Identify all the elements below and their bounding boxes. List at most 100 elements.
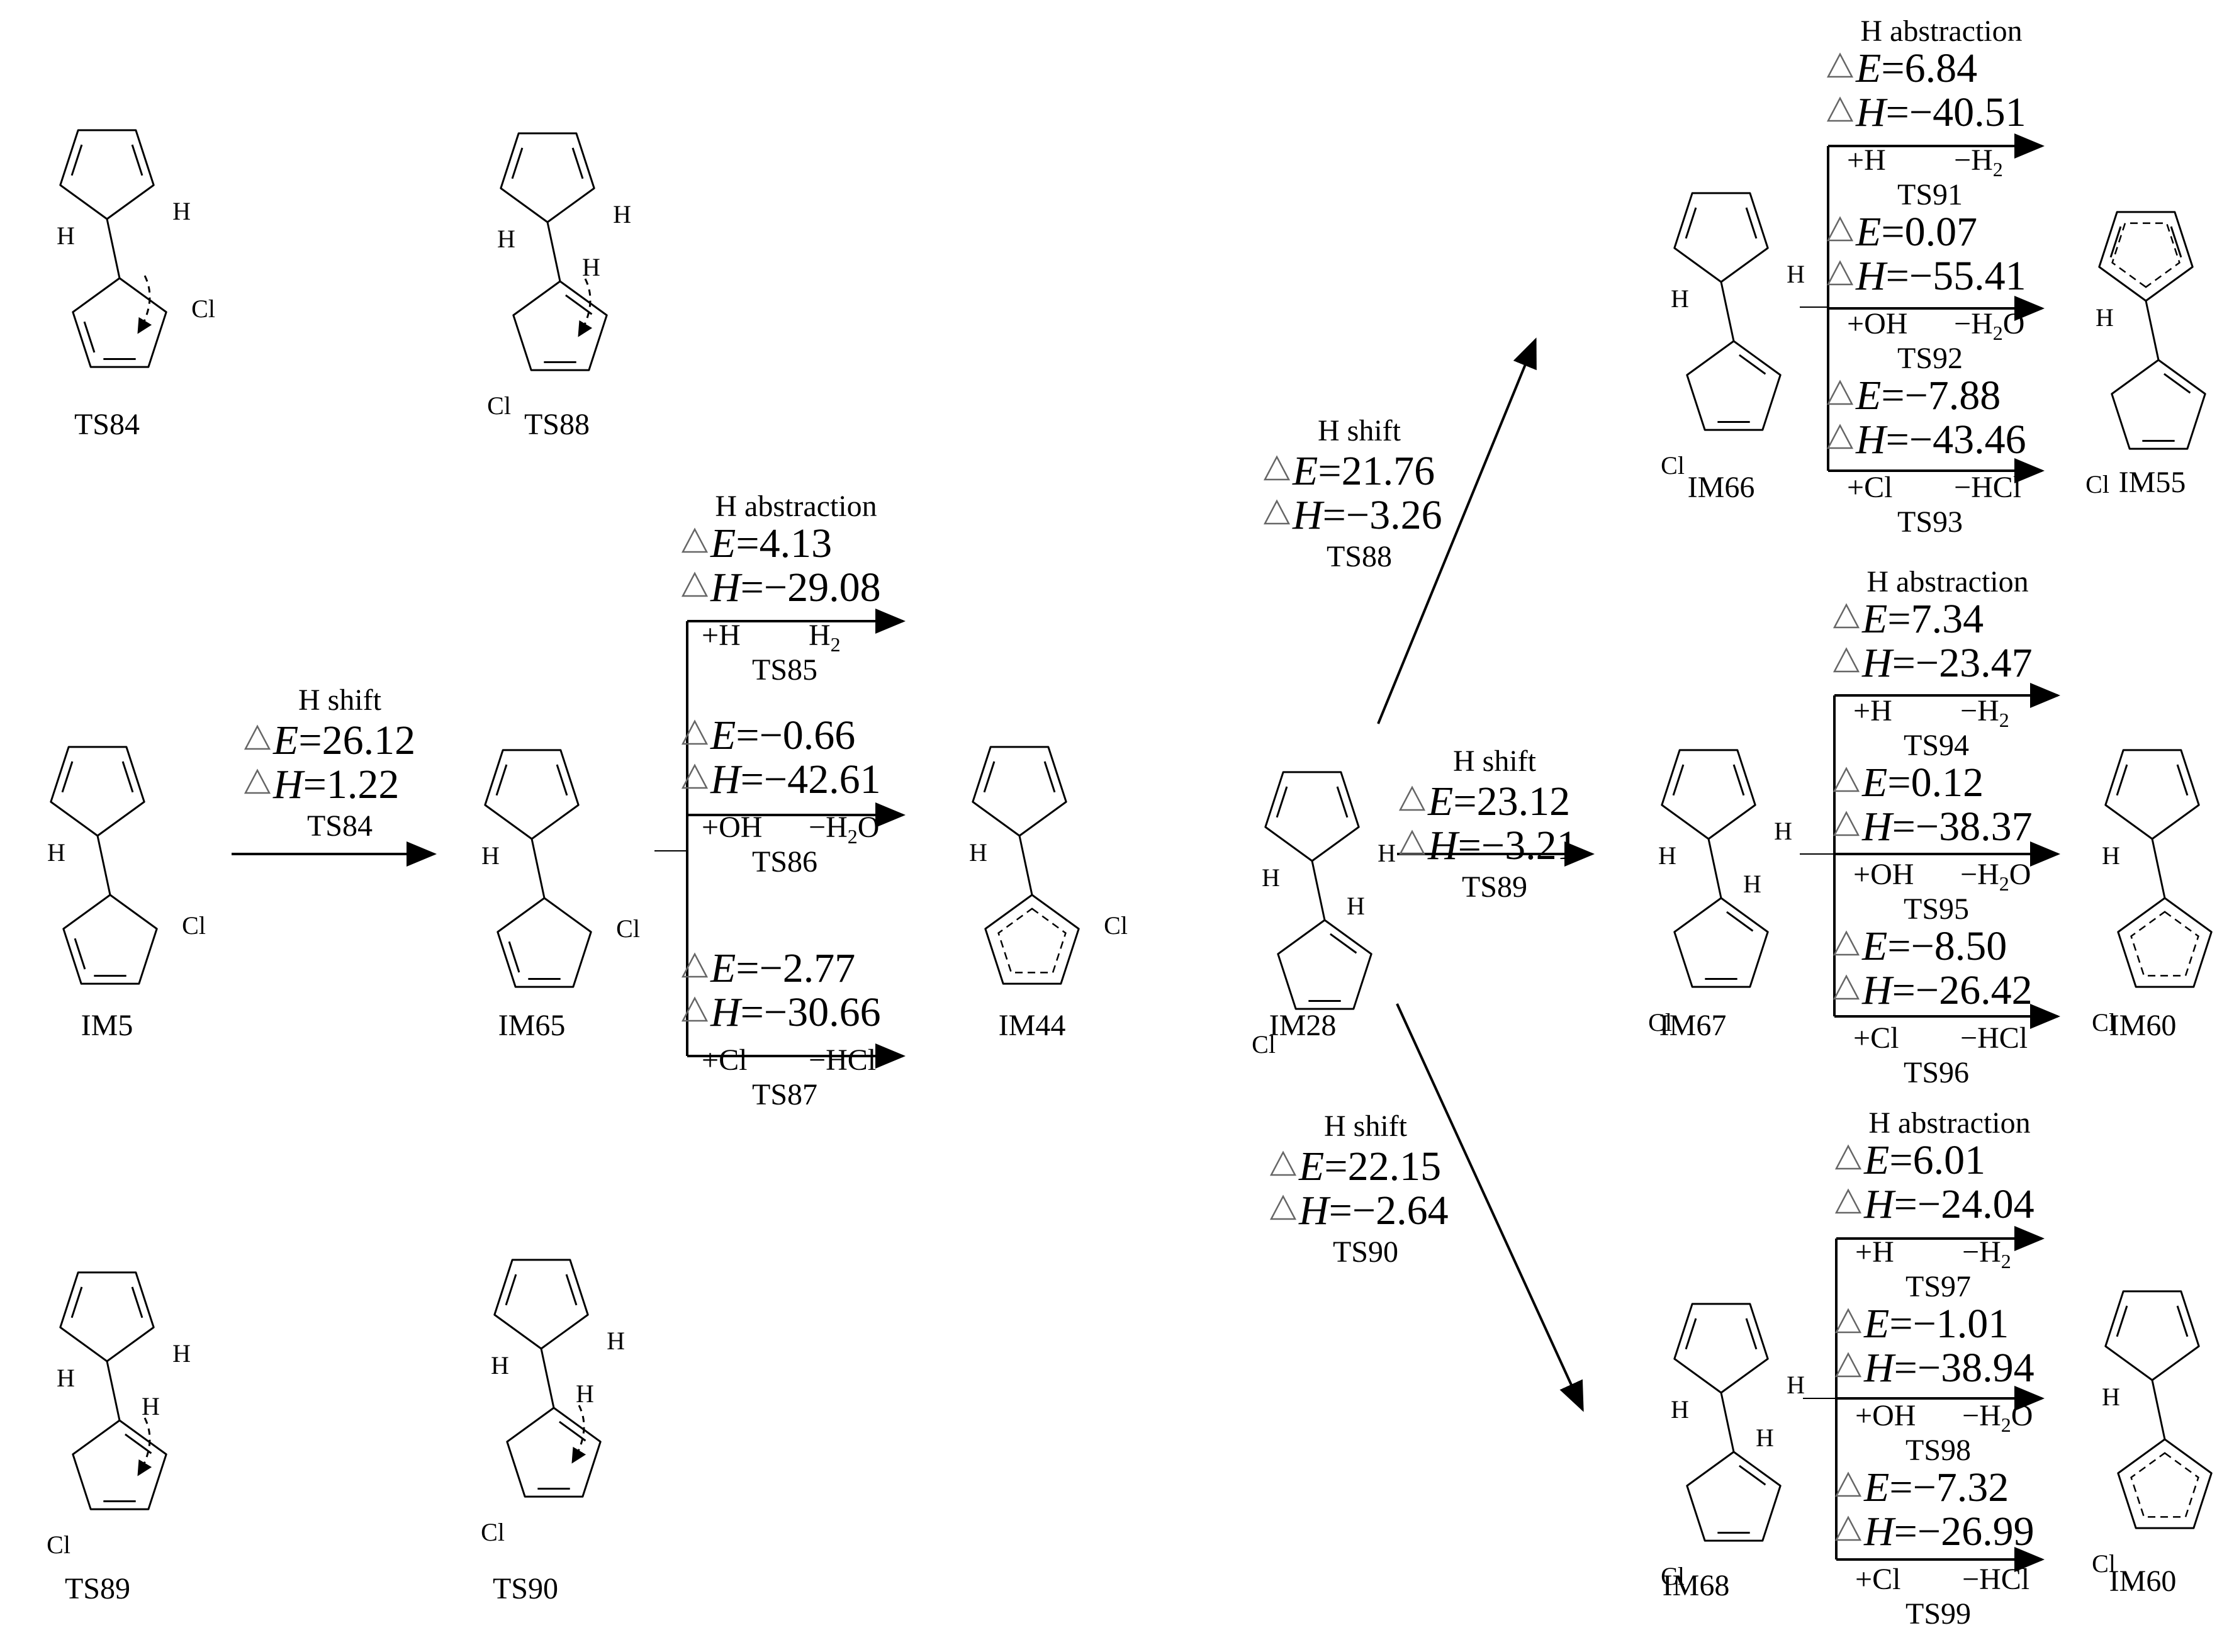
double-bond-inner	[505, 1274, 517, 1306]
delta-icon	[1826, 96, 1854, 122]
double-bond-inner	[565, 1274, 578, 1306]
double-bond-inner	[559, 1420, 587, 1442]
link-bond	[1720, 1392, 1735, 1453]
double-bond-inner	[1330, 933, 1357, 954]
h-shift-title: H shift	[1324, 1110, 1408, 1143]
delta-icon	[681, 996, 709, 1022]
delta-icon	[681, 571, 709, 597]
double-bond-inner	[508, 941, 520, 973]
double-bond-inner	[74, 938, 86, 970]
delta-e-value: E=6.84	[1855, 45, 1977, 91]
structure-label: IM67	[1659, 1009, 1727, 1042]
delta-icon	[1826, 379, 1854, 405]
delta-e-value: E=0.12	[1861, 760, 1984, 806]
ts-label: TS91	[1897, 178, 1963, 211]
double-bond-inner	[1745, 207, 1758, 239]
structure-label: IM44	[999, 1009, 1066, 1042]
delta-icon	[1269, 1194, 1297, 1220]
double-bond-inner	[1732, 764, 1745, 796]
product-label: −H2O	[1960, 858, 2031, 895]
structure-label: IM66	[1688, 471, 1755, 504]
product-label: −HCl	[809, 1043, 876, 1077]
ts-label: TS99	[1905, 1597, 1971, 1631]
ts-label: TS88	[1327, 540, 1392, 573]
delta-h-value: H=−43.46	[1855, 417, 2026, 463]
aromatic-inner-ring	[2130, 1452, 2199, 1518]
link-bond	[106, 1361, 121, 1421]
chlorine-atom: Cl	[47, 1531, 70, 1559]
delta-e-value: E=−7.32	[1863, 1464, 2009, 1510]
top-ring	[2104, 1290, 2200, 1381]
product-label: −HCl	[1960, 1021, 2028, 1055]
delta-h-value: H=−55.41	[1855, 253, 2026, 299]
arrows-layer	[232, 133, 2060, 1572]
structure-label: IM68	[1663, 1569, 1730, 1602]
delta-icon	[1834, 1188, 1862, 1214]
delta-h-value: H=−23.47	[1861, 640, 2033, 686]
chlorine-atom: Cl	[487, 391, 511, 420]
delta-h-value: H=−42.61	[710, 756, 881, 802]
double-bond-inner	[565, 294, 593, 315]
dashed-shift-arrow	[571, 1405, 587, 1464]
hydrogen-atom: H	[1347, 892, 1365, 920]
top-ring	[493, 1259, 589, 1350]
hydrogen-atom: H	[576, 1379, 594, 1408]
h-shift-title: H shift	[298, 683, 382, 717]
top-ring	[2098, 211, 2194, 302]
chlorine-atom: Cl	[2085, 470, 2109, 498]
dashed-shift-arrow	[137, 275, 152, 334]
dashed-shift-arrow	[137, 1417, 152, 1476]
double-bond-inner	[2176, 1305, 2189, 1337]
link-bond	[2145, 300, 2160, 361]
delta-icon	[1833, 647, 1860, 673]
delta-h-value: H=−2.64	[1298, 1188, 1449, 1233]
hydrogen-atom: H	[1774, 817, 1792, 845]
structure-label: TS84	[74, 408, 140, 441]
chlorine-atom: Cl	[1661, 451, 1685, 480]
link-bond	[1707, 838, 1722, 899]
link-bond	[1720, 281, 1735, 342]
ts-label: TS98	[1905, 1434, 1971, 1467]
reagent-label: +Cl	[702, 1043, 747, 1077]
double-bond-inner	[1745, 1318, 1758, 1350]
ts-label: TS84	[307, 809, 373, 843]
top-ring	[2104, 749, 2200, 840]
double-bond-inner	[2176, 764, 2189, 796]
bottom-ring	[1686, 1451, 1782, 1542]
chlorine-atom: Cl	[1648, 1008, 1672, 1037]
top-ring	[59, 129, 155, 220]
hydrogen-atom: H	[607, 1327, 625, 1355]
delta-icon	[1833, 603, 1860, 629]
hydrogen-atom: H	[613, 200, 631, 228]
h-abstraction-title: H abstraction	[715, 490, 877, 523]
link-bond	[530, 838, 546, 899]
double-bond-inner	[121, 761, 134, 793]
bottom-ring	[984, 894, 1080, 985]
structure-label: IM28	[1269, 1009, 1337, 1042]
reagent-label: +Cl	[1855, 1563, 1900, 1596]
delta-h-value: H=−26.42	[1861, 967, 2033, 1013]
structure-label: IM5	[81, 1009, 133, 1042]
bottom-ring	[72, 1419, 167, 1510]
top-ring	[1673, 192, 1769, 283]
reagent-label: +H	[702, 619, 741, 652]
hydrogen-atom: H	[969, 838, 987, 867]
chlorine-atom: Cl	[2092, 1008, 2116, 1037]
delta-icon	[1834, 1515, 1862, 1541]
reagent-label: +H	[1853, 694, 1892, 728]
hydrogen-atom: H	[172, 1339, 191, 1368]
structure-label: TS89	[65, 1572, 130, 1605]
delta-h-value: H=1.22	[272, 761, 399, 807]
hydrogen-atom: H	[582, 253, 600, 281]
double-bond-inner	[70, 144, 83, 176]
double-bond-inner	[61, 761, 74, 793]
hydrogen-atom: H	[2102, 1383, 2120, 1411]
delta-h-value: H=−29.08	[710, 565, 881, 610]
delta-h-value: H=−38.37	[1861, 804, 2033, 850]
double-bond-inner	[1685, 1318, 1697, 1350]
reagent-label: +H	[1855, 1235, 1894, 1269]
delta-icon	[681, 763, 709, 789]
delta-icon	[1833, 767, 1860, 792]
delta-e-value: E=22.15	[1298, 1143, 1441, 1189]
delta-icon	[1826, 216, 1854, 242]
